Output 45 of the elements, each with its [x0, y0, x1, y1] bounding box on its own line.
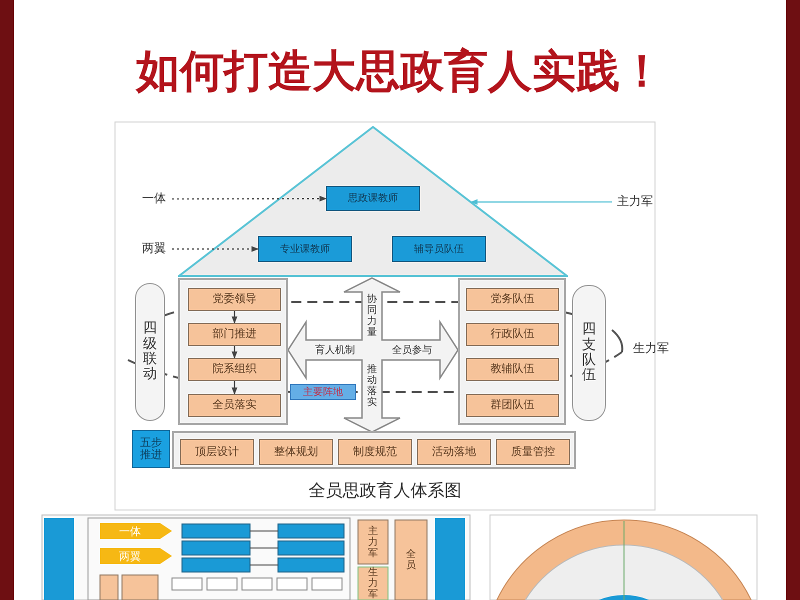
- group-panel: [178, 278, 288, 425]
- process-box: 院系组织: [188, 358, 281, 381]
- page-title: 如何打造大思政育人实践！: [134, 45, 665, 99]
- group-panel: [172, 431, 576, 469]
- arrow: [232, 346, 238, 359]
- arrow: [232, 381, 238, 395]
- side-label: 两翼: [136, 240, 172, 258]
- process-box: 五步推进: [132, 430, 170, 468]
- thumbnail-label: 生力军: [367, 567, 379, 600]
- roof-triangle: [178, 126, 568, 277]
- diagram-caption: 全员思政育人体系图: [308, 480, 462, 502]
- thumbnail-label: 一体: [118, 524, 142, 539]
- process-box: 行政队伍: [466, 323, 559, 346]
- arrow: [470, 199, 612, 205]
- process-box: 群团队伍: [466, 394, 559, 417]
- process-box: 辅导员队伍: [392, 236, 486, 262]
- process-box: 质量管控: [496, 439, 570, 465]
- process-box: 全员落实: [188, 394, 281, 417]
- arrow: [172, 196, 327, 202]
- process-box: 部门推进: [188, 323, 281, 346]
- process-box: 党务队伍: [466, 288, 559, 311]
- thumbnail-label: 全员: [405, 548, 417, 573]
- arrow-label: 全员参与: [391, 344, 433, 357]
- process-box: 思政课教师: [326, 186, 420, 211]
- arrow-label: 推动落实: [366, 363, 378, 409]
- process-box: 活动落地: [417, 439, 491, 465]
- thumbnail-label: 两翼: [118, 548, 142, 564]
- side-label: 主力军: [612, 193, 658, 211]
- group-panel: [458, 278, 566, 425]
- process-box: 制度规范: [338, 439, 412, 465]
- thumbnail-label: 主力军: [367, 524, 379, 560]
- arrow-label: 协同力量: [366, 293, 378, 339]
- arrow: [232, 311, 238, 324]
- process-box: 顶层设计: [180, 439, 254, 465]
- pill-box: 四支队伍: [572, 285, 606, 421]
- process-box: 整体规划: [259, 439, 333, 465]
- process-box: 专业课教师: [258, 236, 352, 262]
- pill-box: 四级联动: [135, 283, 165, 421]
- process-box: 党委领导: [188, 288, 281, 311]
- arrow: [172, 246, 259, 252]
- side-label: 一体: [136, 190, 172, 208]
- tag-box: 主要阵地: [290, 384, 356, 400]
- arrow-label: 育人机制: [314, 344, 356, 357]
- side-label: 生力军: [626, 340, 676, 358]
- process-box: 教辅队伍: [466, 358, 559, 381]
